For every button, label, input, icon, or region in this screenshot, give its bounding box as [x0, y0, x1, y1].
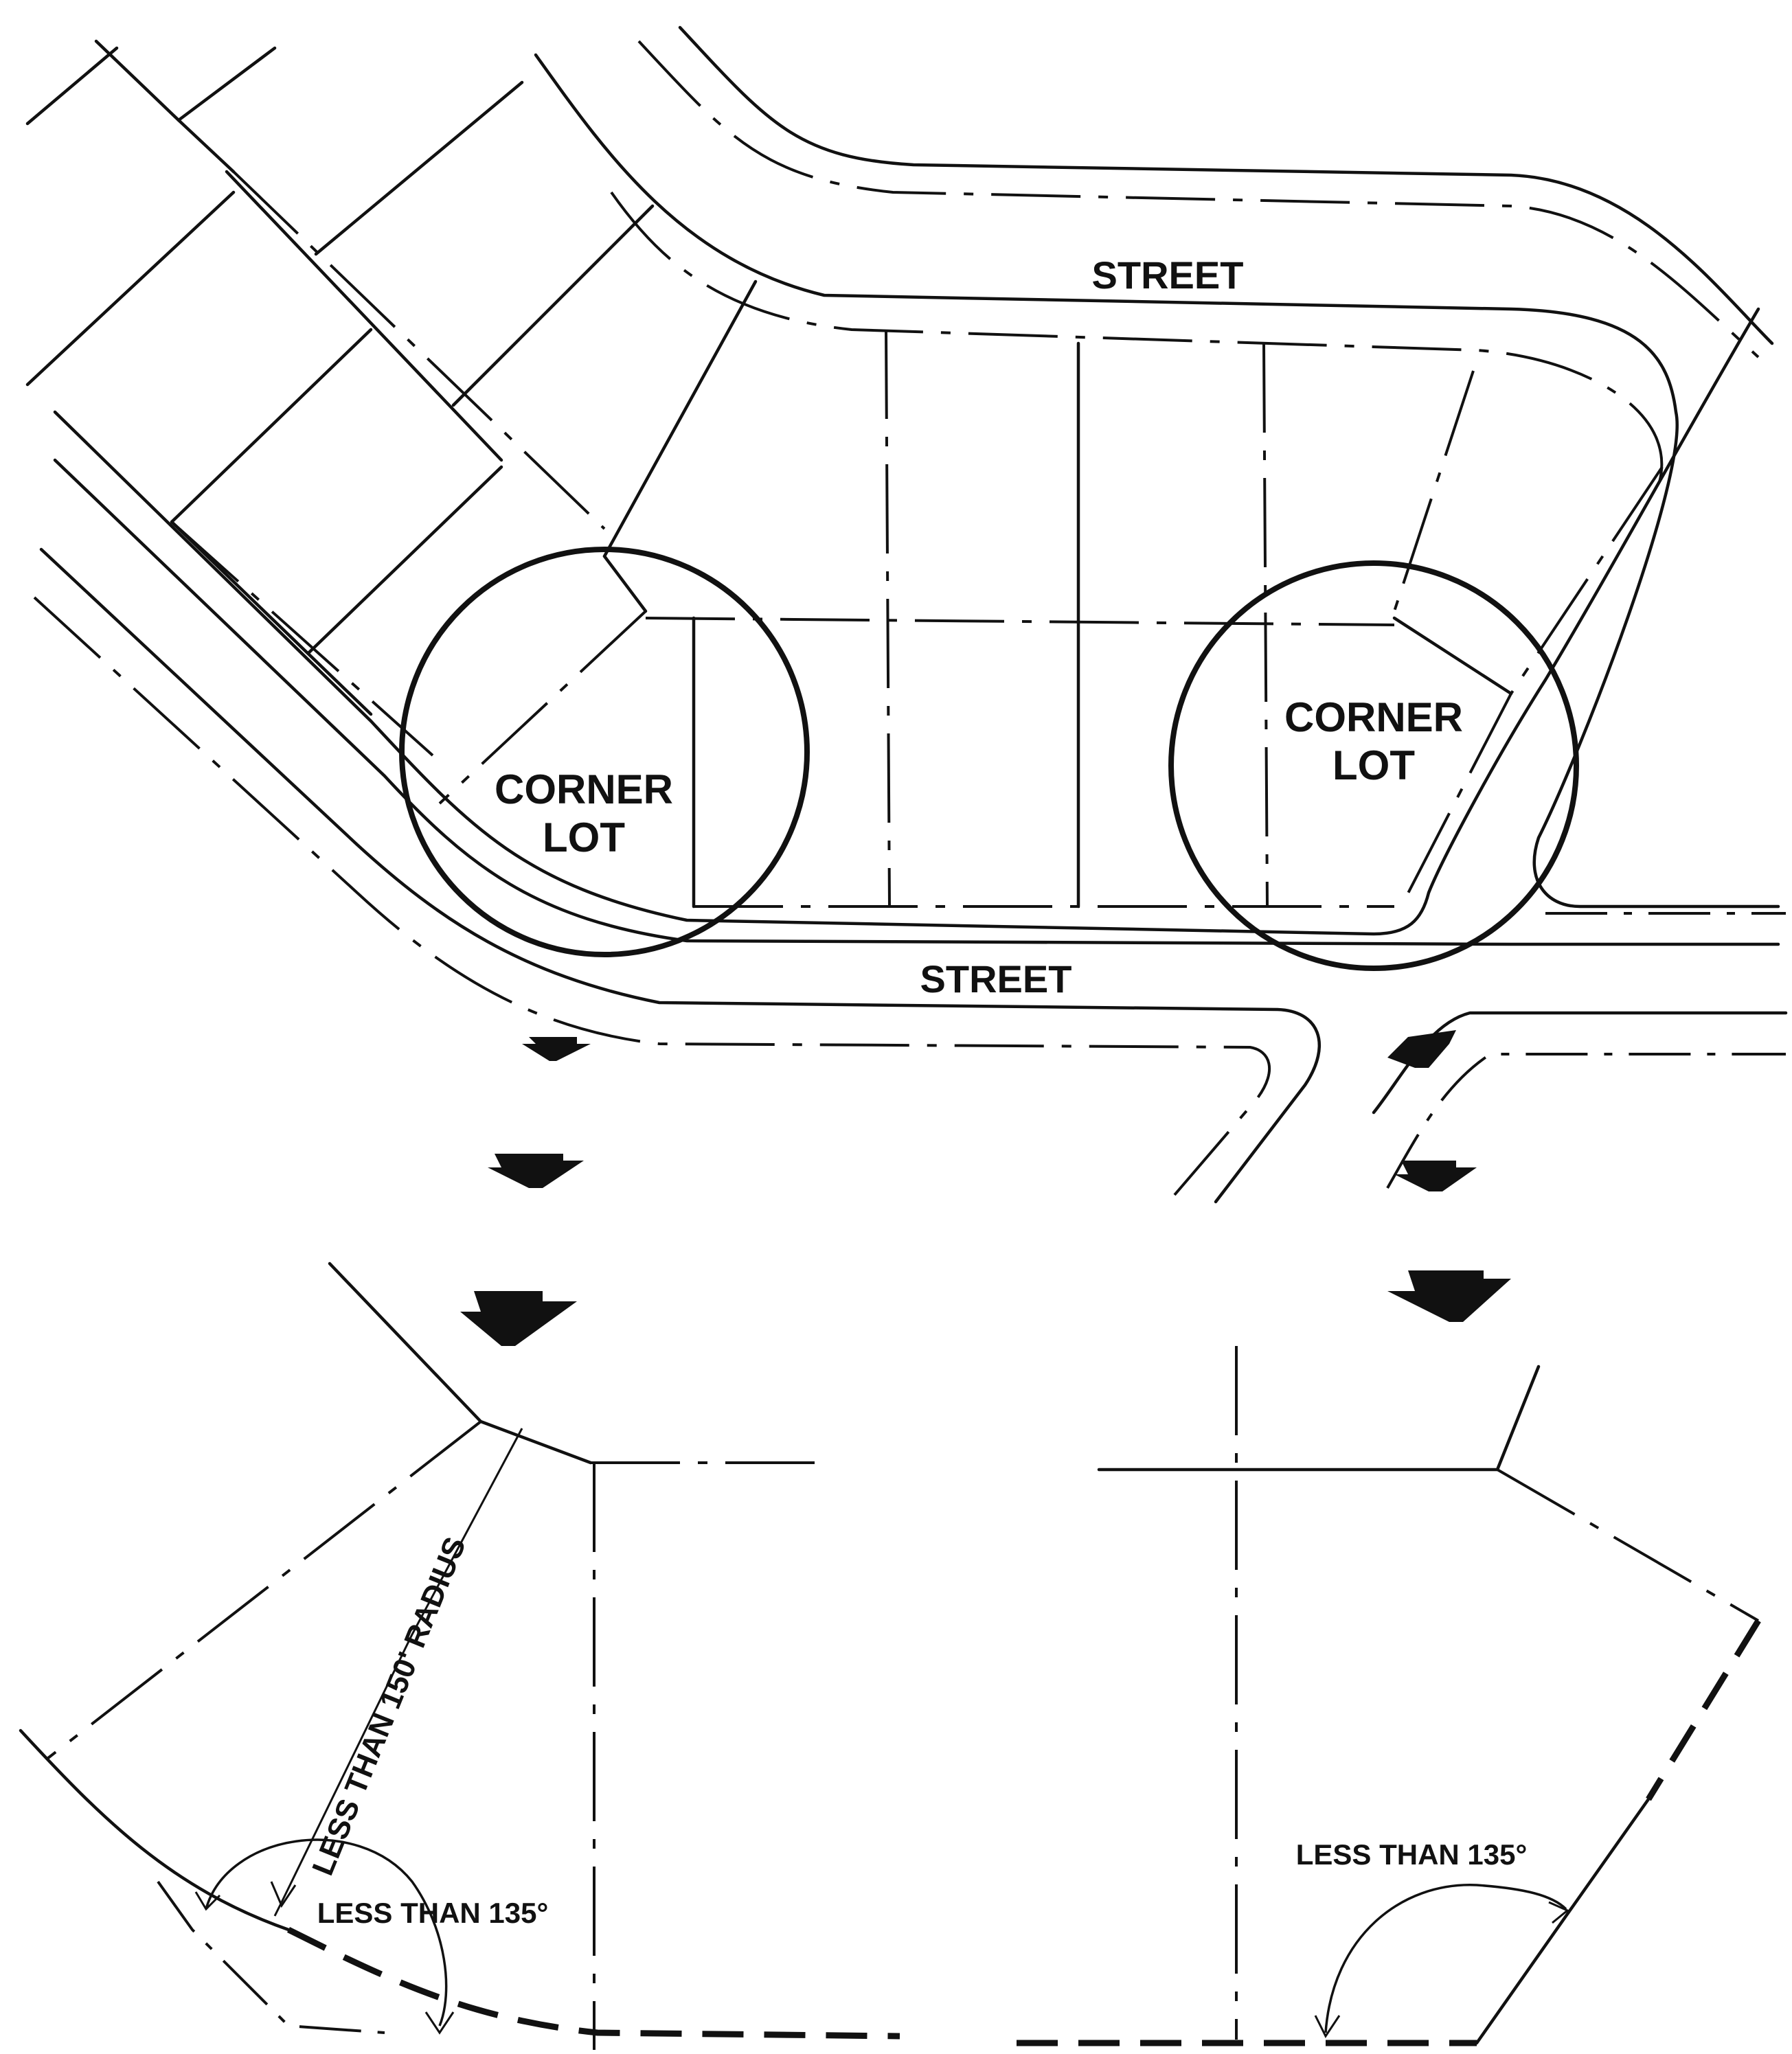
corner-lot-left-label: CORNER — [495, 766, 673, 812]
detail-right — [1017, 1346, 1761, 2046]
corner-lot-right-label: CORNER — [1284, 694, 1463, 740]
arrow-left-3 — [460, 1291, 577, 1346]
arrow-left-2 — [488, 1154, 584, 1188]
arrow-right-1 — [1387, 1030, 1456, 1068]
angle-note-left: LESS THAN 135° — [317, 1897, 549, 1929]
arrow-right-2 — [1394, 1161, 1477, 1191]
street-label-top: STREET — [1092, 253, 1244, 297]
corner-lot-right-label-2: LOT — [1332, 742, 1415, 788]
lot-lines — [25, 39, 1664, 909]
corner-lot-right-highlight — [1168, 560, 1579, 971]
street-label-middle: STREET — [920, 957, 1072, 1001]
angle-note-right: LESS THAN 135° — [1296, 1838, 1528, 1871]
corner-lot-left-label-2: LOT — [543, 814, 625, 860]
arrows — [460, 1030, 1511, 1346]
arrow-left-1 — [522, 1037, 591, 1061]
arrow-right-3 — [1387, 1270, 1511, 1322]
corner-lot-left-highlight — [399, 547, 810, 957]
street-network — [33, 25, 1788, 1204]
detail-left — [19, 1262, 900, 2050]
radius-note: LESS THAN 150' RADIUS — [306, 1532, 473, 1880]
